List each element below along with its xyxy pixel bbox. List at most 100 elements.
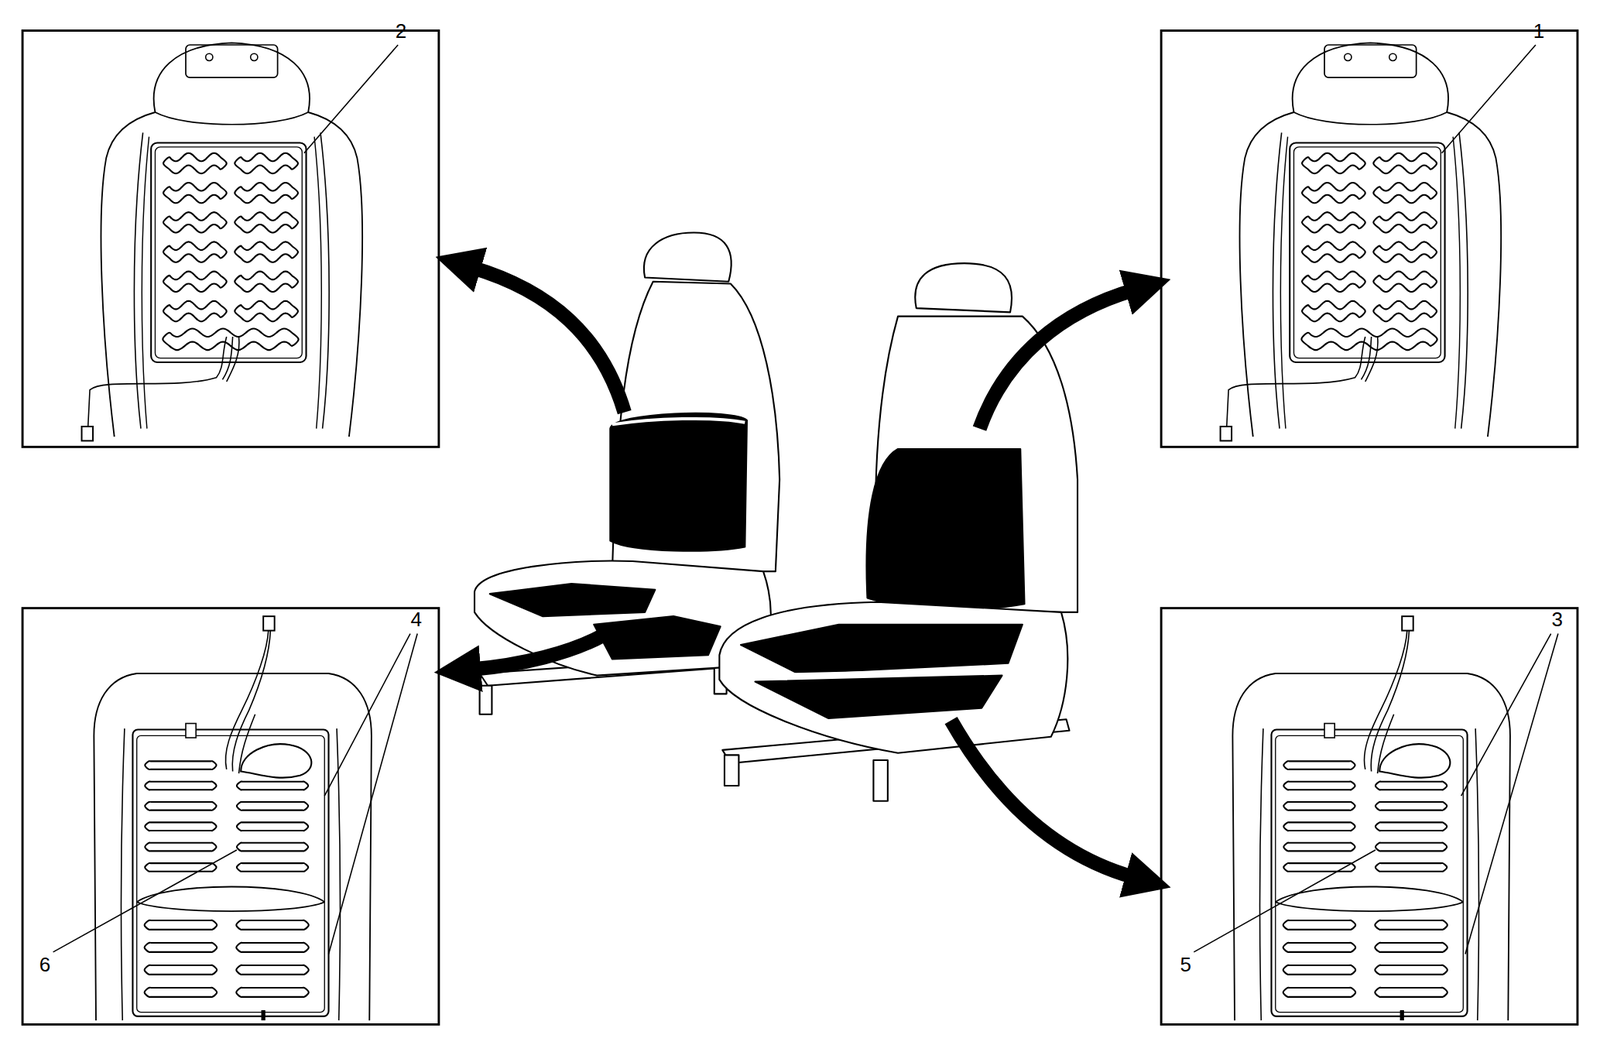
heating-pad (1293, 147, 1441, 359)
panel-frame (1161, 30, 1578, 448)
heating-pad (150, 143, 306, 363)
callout-number: 6 (39, 954, 51, 975)
heating-wire (163, 182, 227, 203)
wire-lead (87, 336, 227, 431)
leader-line (324, 633, 411, 797)
heating-wire (236, 863, 309, 872)
guide-hole (1344, 53, 1352, 61)
heating-wire (163, 271, 227, 292)
pad-clip (1400, 1010, 1405, 1021)
guide-hole (250, 53, 258, 61)
detail-panel (22, 608, 439, 1025)
pad-band (137, 886, 326, 902)
pad-clip (185, 723, 196, 738)
heating-wire (236, 842, 309, 852)
heating-wire (1379, 743, 1450, 778)
heating-wire (163, 153, 227, 174)
heating-wire (236, 965, 309, 975)
heating-wire (1375, 801, 1447, 811)
seat-foot (479, 685, 493, 715)
bolster-seam (1452, 137, 1460, 429)
heating-wire (1374, 920, 1448, 930)
headrest (914, 263, 1012, 312)
pad-band (1275, 901, 1464, 912)
cushion-outline (1232, 673, 1511, 1021)
heated-area (609, 413, 747, 552)
view-arrow (471, 267, 625, 412)
headrest-recess (185, 44, 278, 78)
wire-lead (226, 336, 240, 382)
heated-area (866, 448, 1025, 610)
heating-wire (234, 241, 299, 262)
heated-area (593, 616, 720, 659)
connector (263, 616, 275, 631)
pad-clip (1324, 723, 1335, 738)
heating-wire (1373, 182, 1437, 203)
heating-wire (1301, 328, 1437, 350)
leader-line (1465, 633, 1559, 955)
detail-panel (1161, 608, 1578, 1025)
leader-line (1193, 849, 1376, 953)
connector (82, 426, 93, 441)
heating-wire (236, 801, 309, 811)
heating-wire (1375, 842, 1447, 852)
wire-lead (239, 714, 256, 774)
heating-wire (144, 760, 216, 770)
heating-wire (234, 271, 299, 292)
connector (1401, 616, 1413, 631)
heating-wire (144, 920, 218, 930)
heating-pad (1271, 729, 1467, 1016)
heating-wire (1374, 987, 1448, 998)
guide-hole (205, 53, 213, 61)
wire-lead (232, 630, 271, 772)
heating-wire (1301, 182, 1366, 203)
bolster-seam (121, 728, 125, 1021)
callout-number: 5 (1180, 954, 1192, 975)
heating-wire (234, 212, 299, 233)
heating-wire (1301, 241, 1366, 262)
heating-wire (144, 801, 216, 811)
heating-wire (240, 743, 312, 778)
heating-pad (132, 729, 329, 1016)
shoulder-seam (1293, 112, 1447, 125)
bolster-seam (1475, 728, 1479, 1021)
leader-line (304, 44, 398, 154)
heating-wire (144, 842, 216, 852)
guide-hole (1389, 53, 1397, 61)
heated-area (740, 624, 1023, 674)
heating-wire (1283, 920, 1357, 930)
cushion-outline (93, 673, 372, 1021)
pad-band (1275, 886, 1464, 902)
detail-panel (22, 30, 439, 448)
heating-wire (1283, 801, 1355, 811)
seat-foot (724, 754, 739, 786)
heating-wire (1374, 965, 1448, 975)
heating-wire (163, 301, 227, 322)
panel-frame (22, 608, 439, 1025)
view-arrow (471, 634, 604, 670)
wire-lead (1377, 714, 1395, 774)
heating-wire (1283, 987, 1357, 998)
heating-wire (1301, 212, 1366, 233)
pad-band (137, 901, 326, 912)
heating-wire (144, 965, 218, 975)
wire-lead (1370, 630, 1409, 772)
heating-wire (1373, 301, 1437, 322)
seat-seam (612, 418, 745, 425)
heating-wire (162, 328, 299, 350)
heating-wire (236, 942, 309, 953)
heating-wire (144, 987, 218, 998)
heating-pad (1275, 735, 1464, 1012)
heating-wire (163, 241, 227, 262)
heating-wire (1301, 301, 1366, 322)
heating-wire (1375, 822, 1447, 831)
heating-wire (1373, 241, 1437, 262)
heating-wire (1283, 965, 1357, 975)
callout-number: 2 (395, 20, 407, 42)
heating-wire (1301, 271, 1366, 292)
detail-panel (1161, 30, 1578, 448)
heating-wire (236, 987, 309, 998)
connector (1220, 426, 1232, 441)
seatback-outline (101, 42, 364, 437)
